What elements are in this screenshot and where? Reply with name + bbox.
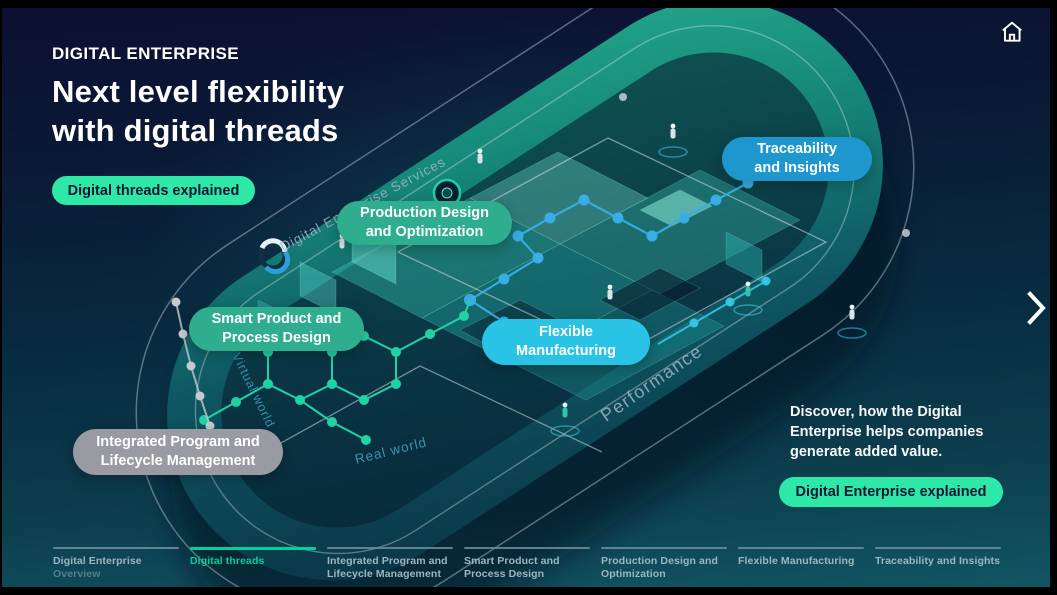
tab-label: Production Design and: [601, 555, 719, 567]
chevron-right-icon: [1027, 291, 1046, 325]
tab-label: Process Design: [464, 568, 545, 580]
tab-indicator: [875, 547, 1001, 549]
people-figures: [339, 123, 855, 418]
discover-text: Discover, how the Digital Enterprise hel…: [790, 402, 983, 462]
hotspot-label: Manufacturing: [516, 343, 616, 359]
hotspot-label: and Insights: [754, 160, 840, 176]
hotspot-smart-product-and-process-design[interactable]: Smart Product and Process Design: [189, 307, 364, 351]
tab-flexible-manufacturing[interactable]: Flexible Manufacturing: [738, 547, 864, 581]
tab-indicator-active: [190, 547, 316, 550]
page-title-line1: Next level flexibility: [52, 74, 345, 109]
hotspot-integrated-program-and-lifecycle-management[interactable]: Integrated Program and Lifecycle Managem…: [73, 429, 283, 475]
tab-label: Flexible Manufacturing: [738, 555, 855, 567]
tab-label: Traceability and Insights: [875, 555, 1001, 567]
discover-text-line3: generate added value.: [790, 444, 943, 460]
discover-text-line2: Enterprise helps companies: [790, 424, 984, 440]
tab-label: Lifecycle Management: [327, 568, 442, 580]
home-icon: [1002, 21, 1022, 42]
discover-text-line1: Discover, how the Digital: [790, 404, 962, 420]
eyebrow-title: DIGITAL ENTERPRISE: [52, 44, 239, 63]
progress-ring: [258, 238, 291, 275]
tab-production-design-optimization[interactable]: Production Design and Optimization: [601, 547, 727, 581]
tab-indicator: [601, 547, 727, 549]
tab-digital-enterprise-overview[interactable]: Digital Enterprise Overview: [53, 547, 179, 581]
tab-integrated-program-lifecycle-management[interactable]: Integrated Program and Lifecycle Managem…: [327, 547, 453, 581]
page-title-line2: with digital threads: [52, 113, 339, 148]
digital-enterprise-explained-button[interactable]: Digital Enterprise explained: [779, 477, 1003, 507]
bottom-navigation: Digital Enterprise Overview Digital thre…: [53, 547, 1001, 581]
tab-label: Optimization: [601, 568, 666, 580]
hotspot-traceability-and-insights[interactable]: Traceability and Insights: [722, 137, 872, 181]
hotspot-label: Integrated Program and: [96, 434, 260, 450]
floor-rings: [550, 146, 867, 437]
home-button[interactable]: [999, 19, 1025, 45]
hotspot-label: Traceability: [757, 141, 837, 157]
tab-digital-threads[interactable]: Digital threads: [190, 547, 316, 581]
hotspot-label: Flexible: [539, 324, 593, 340]
page-title: Next level flexibility with digital thre…: [52, 72, 344, 150]
tab-indicator: [738, 547, 864, 549]
thread-blue: [464, 161, 780, 350]
tab-label: Digital threads: [190, 555, 265, 567]
tab-label: Smart Product and: [464, 555, 560, 567]
hotspot-label: Production Design: [360, 205, 489, 221]
tab-label: Digital Enterprise: [53, 555, 142, 567]
tab-traceability-and-insights[interactable]: Traceability and Insights: [875, 547, 1001, 581]
hotspot-production-design-and-optimization[interactable]: Production Design and Optimization: [337, 201, 512, 245]
tab-indicator: [53, 547, 179, 549]
hotspot-label: Lifecycle Management: [100, 453, 256, 469]
tab-sublabel: Overview: [53, 568, 101, 580]
next-slide-button[interactable]: [1026, 290, 1048, 326]
slide-digital-threads: Digital Enterprise Services Performance …: [2, 8, 1050, 587]
tab-smart-product-process-design[interactable]: Smart Product and Process Design: [464, 547, 590, 581]
hotspot-label: Smart Product and: [211, 311, 342, 327]
tab-label: Integrated Program and: [327, 555, 448, 567]
tab-indicator: [327, 547, 453, 549]
hotspot-flexible-manufacturing[interactable]: Flexible Manufacturing: [482, 319, 650, 365]
tab-indicator: [464, 547, 590, 549]
hotspot-label: and Optimization: [365, 224, 484, 240]
hotspot-label: Process Design: [222, 330, 331, 346]
digital-threads-explained-button[interactable]: Digital threads explained: [52, 176, 255, 205]
